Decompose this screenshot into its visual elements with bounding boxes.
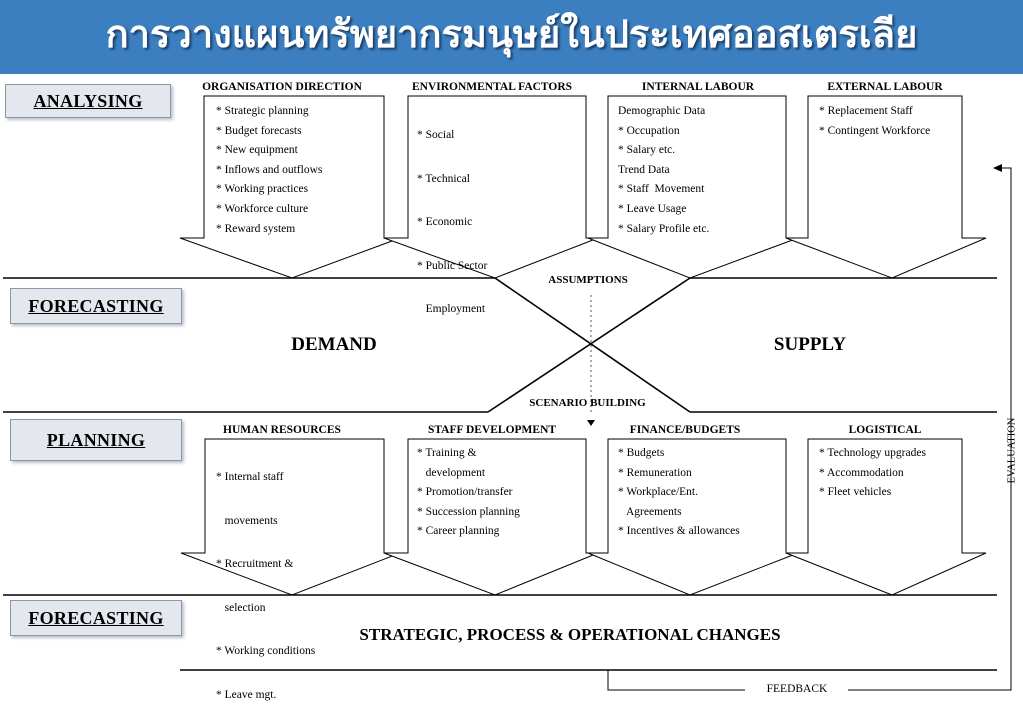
list-item: * Replacement Staff: [819, 105, 913, 117]
title-bar: [0, 0, 1023, 74]
list-item: Agreements: [618, 505, 682, 518]
factor-list: * Budgets * Remuneration * Workplace/Ent…: [618, 444, 740, 542]
section-label-planning: PLANNING: [10, 419, 182, 461]
demand-label: DEMAND: [291, 334, 377, 355]
section-label-analysing: ANALYSING: [5, 84, 171, 118]
cross-line: [487, 277, 691, 413]
list-item: * Workplace/Ent.: [618, 486, 698, 499]
list-item: * Internal staff: [216, 471, 284, 483]
list-item: * Budget forecasts: [216, 124, 302, 137]
list-item: * Staff Movement: [618, 183, 705, 196]
arrow-shape-external-labour: [785, 95, 987, 279]
changes-label: STRATEGIC, PROCESS & OPERATIONAL CHANGES: [359, 625, 781, 644]
arrow-shape-internal-labour: [587, 95, 799, 279]
factor-list: * Replacement Staff * Contingent Workfor…: [819, 102, 930, 141]
list-item: * Salary Profile etc.: [618, 222, 710, 235]
column-heading: ENVIRONMENTAL FACTORS: [411, 81, 573, 93]
column-heading: STAFF DEVELOPMENT: [427, 424, 557, 436]
list-item: * Technology upgrades: [819, 447, 926, 459]
list-item: * Working conditions: [216, 645, 316, 658]
list-item: * Occupation: [618, 124, 680, 137]
list-item: * Inflows and outflows: [216, 163, 323, 176]
feedback-line: [607, 670, 745, 691]
list-item: Trend Data: [618, 163, 670, 176]
list-item: Demographic Data: [618, 105, 706, 117]
list-item: * Strategic planning: [216, 105, 309, 117]
evaluation-label: EVALUATION: [1006, 417, 1018, 484]
factor-list: * Social * Technical * Economic * Public…: [417, 102, 487, 332]
column-heading: HUMAN RESOURCES: [223, 424, 341, 436]
factor-list: * Internal staff movements * Recruitment…: [216, 444, 315, 718]
list-item: * Contingent Workforce: [819, 124, 931, 137]
column-heading: ORGANISATION DIRECTION: [202, 81, 362, 93]
arrow-shape-finance: [587, 438, 799, 596]
list-item: movements: [216, 514, 278, 527]
column-heading: EXTERNAL LABOUR: [827, 81, 943, 93]
list-item: * Public Sector: [417, 259, 488, 272]
arrow-shape-human-resources: [180, 438, 401, 596]
list-item: * New equipment: [216, 144, 298, 157]
column-heading: FINANCE/BUDGETS: [629, 424, 741, 436]
column-heading: LOGISTICAL: [848, 424, 922, 436]
list-item: * Remuneration: [618, 466, 692, 479]
arrow-shape-staff-development: [383, 438, 599, 596]
arrow-shape-logistical: [785, 438, 987, 596]
factor-list: * Technology upgrades * Accommodation * …: [819, 444, 926, 503]
list-item: selection: [216, 601, 266, 614]
list-item: * Recruitment &: [216, 558, 294, 571]
list-item: * Social: [417, 129, 455, 141]
feedback-line: [848, 167, 1012, 691]
arrow-shape-environmental: [383, 95, 599, 279]
list-item: * Training &: [417, 447, 477, 459]
list-item: development: [417, 466, 486, 479]
list-item: * Incentives & allowances: [618, 525, 740, 538]
list-item: * Reward system: [216, 222, 296, 235]
list-item: * Accommodation: [819, 466, 904, 479]
list-item: * Workforce culture: [216, 202, 309, 215]
factor-list: Demographic Data * Occupation * Salary e…: [618, 102, 709, 239]
list-item: * Budgets: [618, 447, 665, 459]
list-item: * Leave mgt.: [216, 688, 277, 701]
scenario-building-label: SCENARIO BUILDING: [529, 397, 646, 409]
supply-label: SUPPLY: [773, 334, 847, 355]
section-label-forecasting: FORECASTING: [10, 288, 182, 324]
factor-list: * Training & development * Promotion/tra…: [417, 444, 520, 542]
feedback-label: FEEDBACK: [766, 683, 828, 695]
list-item: * Salary etc.: [618, 144, 676, 157]
evaluation-arrowhead: [993, 164, 1002, 172]
list-item: Employment: [417, 303, 486, 316]
list-item: * Technical: [417, 172, 470, 185]
list-item: * Economic: [417, 216, 473, 229]
list-item: * Succession planning: [417, 505, 520, 518]
list-item: * Working practices: [216, 183, 309, 196]
list-item: * Leave Usage: [618, 202, 687, 215]
column-heading: INTERNAL LABOUR: [641, 81, 755, 93]
dotted-arrowhead: [587, 420, 595, 426]
list-item: * Career planning: [417, 525, 500, 538]
arrow-shape-organisation: [179, 95, 401, 279]
cross-line: [494, 277, 691, 413]
factor-list: * Strategic planning * Budget forecasts …: [216, 102, 322, 239]
page-title: การวางแผนทรัพยากรมนุษย์ในประเทศออสเตรเลี…: [105, 12, 918, 56]
assumptions-label: ASSUMPTIONS: [548, 274, 628, 286]
list-item: * Promotion/transfer: [417, 486, 513, 499]
section-label-forecasting: FORECASTING: [10, 600, 182, 636]
list-item: * Fleet vehicles: [819, 486, 892, 499]
